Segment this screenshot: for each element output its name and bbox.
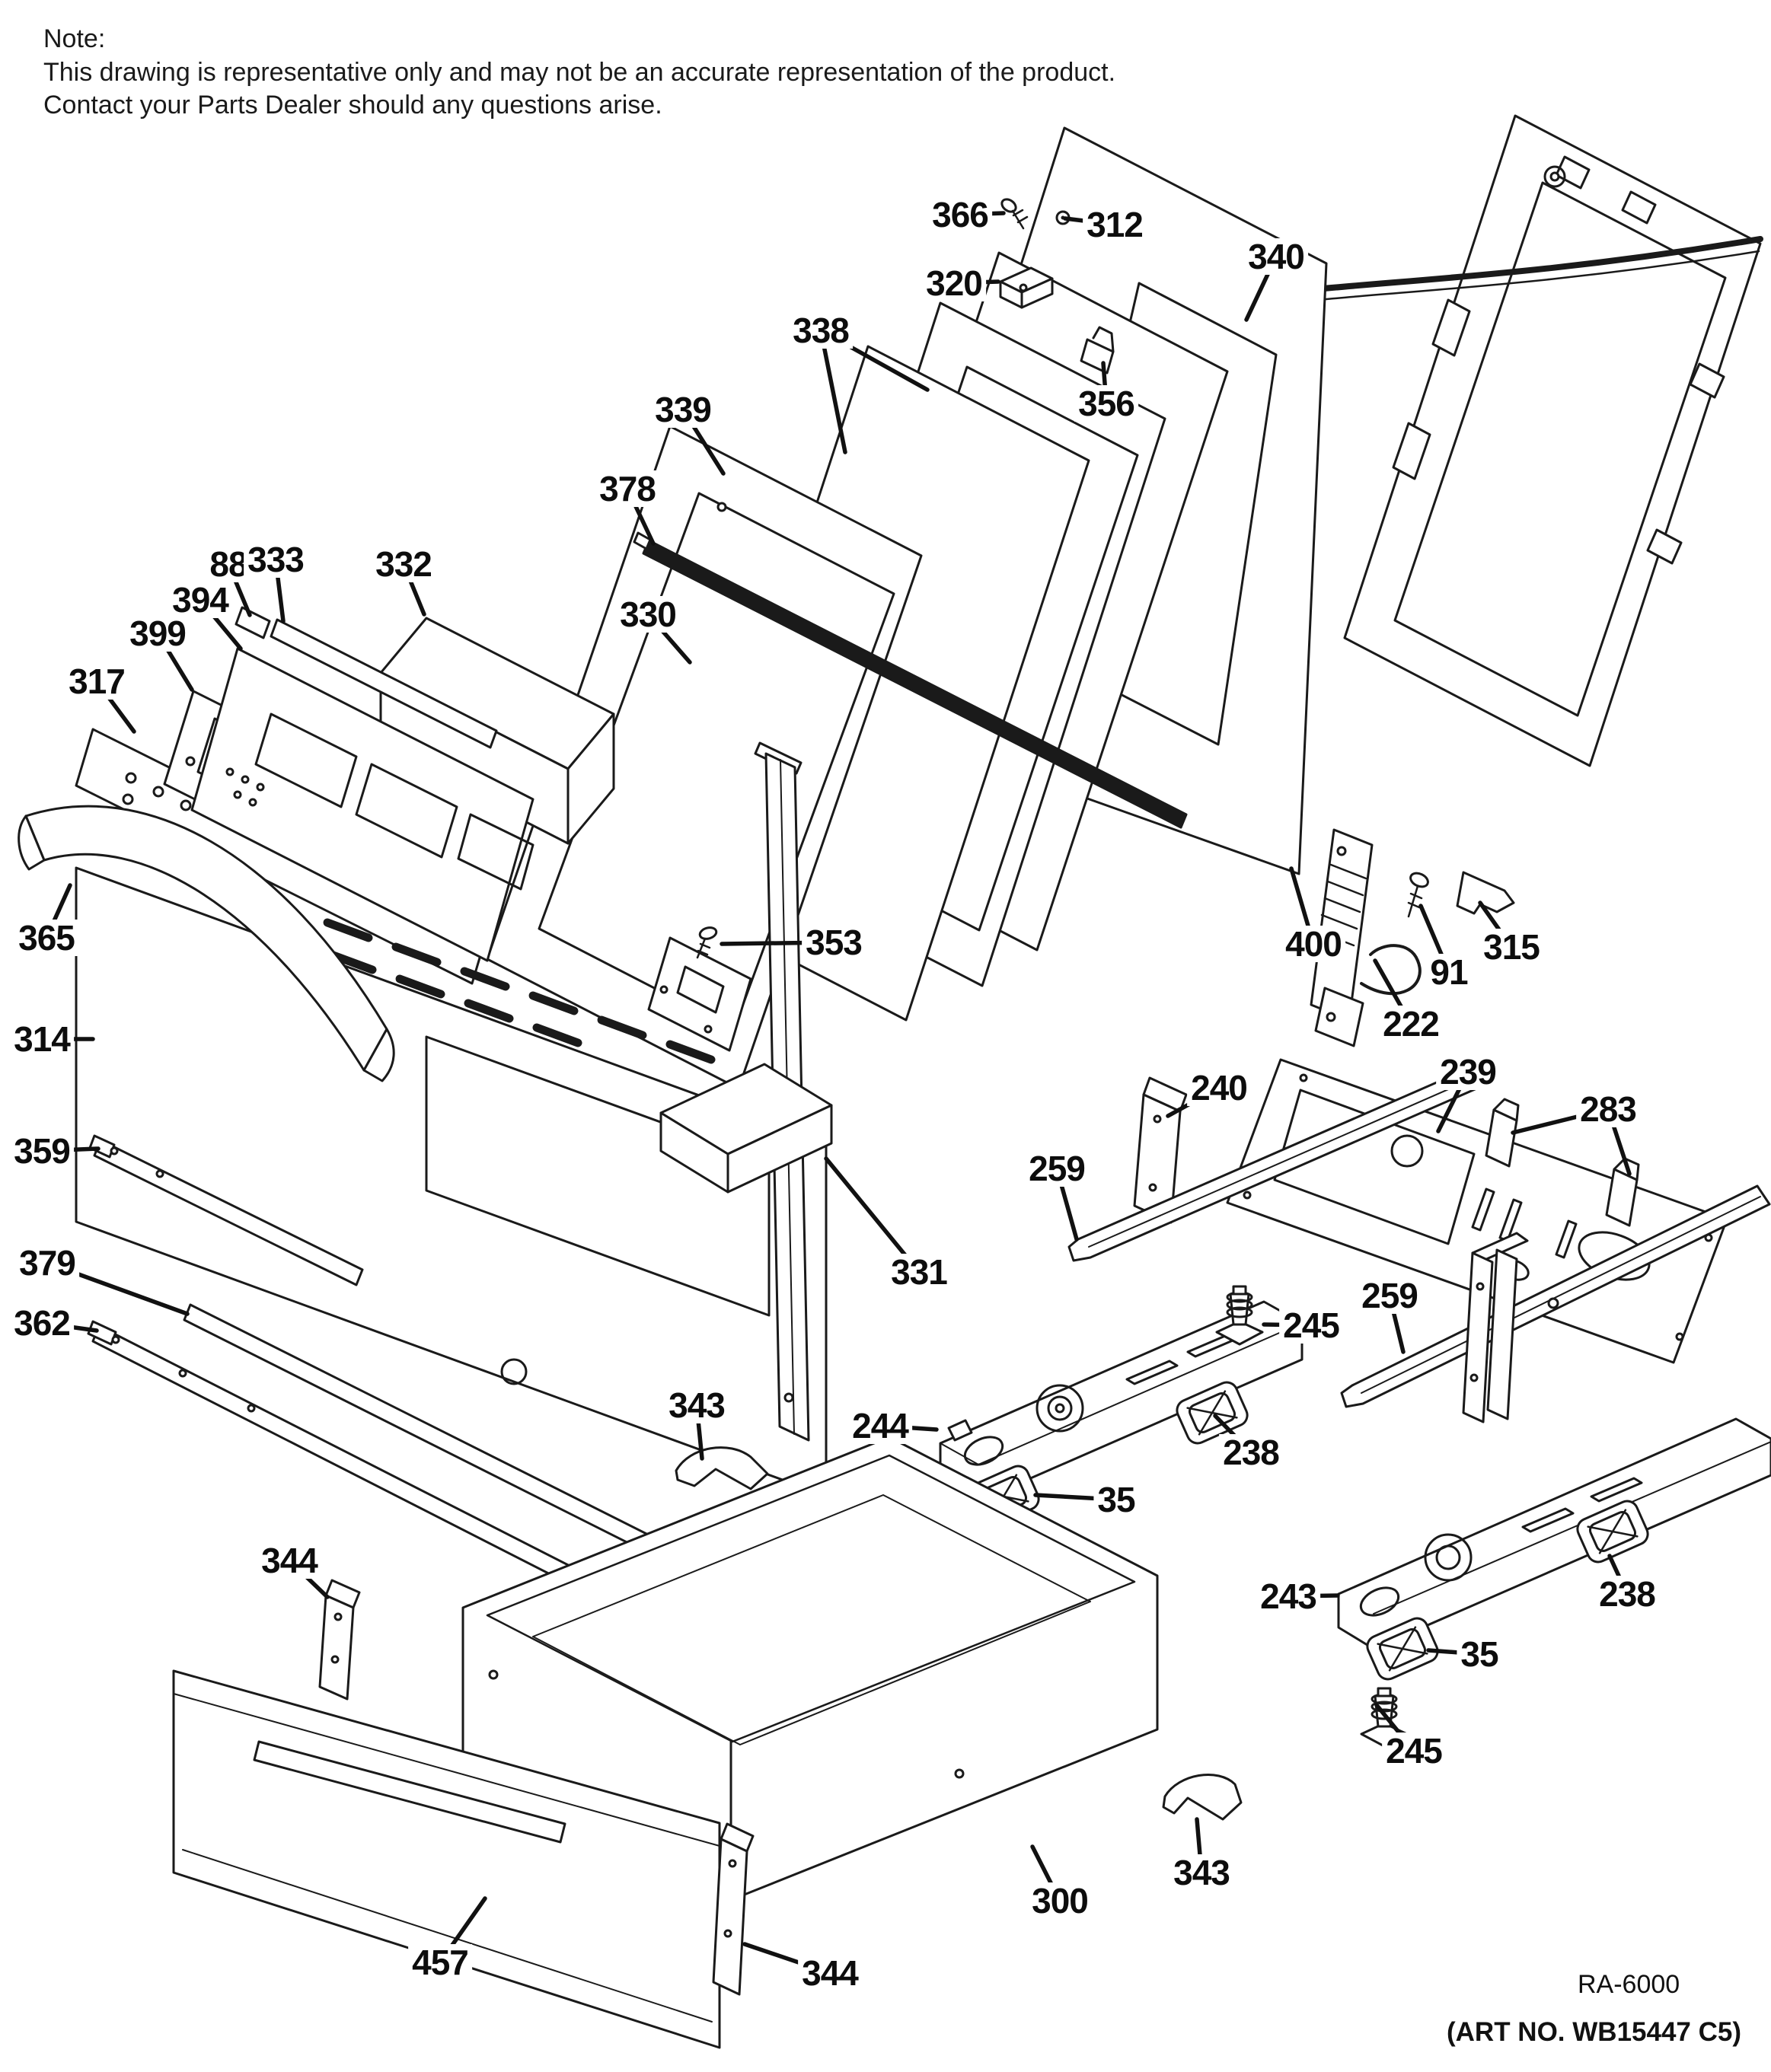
art-number: (ART NO. WB15447 C5) xyxy=(1447,2017,1742,2047)
corner-bracket-344b xyxy=(712,1822,755,1996)
part-label-331: 331 xyxy=(887,1254,951,1290)
part-label-378: 378 xyxy=(595,470,659,507)
part-label-343: 343 xyxy=(1169,1854,1233,1891)
part-label-338: 338 xyxy=(789,312,853,349)
part-label-356: 356 xyxy=(1074,385,1138,422)
part-label-362: 362 xyxy=(10,1305,74,1341)
part-label-379: 379 xyxy=(15,1245,79,1281)
part-label-283: 283 xyxy=(1576,1091,1640,1127)
part-label-238: 238 xyxy=(1595,1576,1659,1612)
leveling-pad-35b xyxy=(1366,1617,1439,1681)
note-block: Note: This drawing is representative onl… xyxy=(43,23,1116,123)
part-label-344: 344 xyxy=(257,1542,321,1579)
leader-line-338 xyxy=(818,328,847,454)
latch-plate xyxy=(647,936,752,1052)
part-label-399: 399 xyxy=(126,615,190,652)
part-label-359: 359 xyxy=(10,1133,74,1169)
drawer-rail-243 xyxy=(1337,1417,1771,1650)
part-label-315: 315 xyxy=(1479,929,1543,965)
part-label-333: 333 xyxy=(244,541,308,578)
shelf-clip-320 xyxy=(999,266,1054,309)
part-label-330: 330 xyxy=(616,596,680,633)
part-label-88: 88 xyxy=(206,546,251,582)
lower-trim-359 xyxy=(88,1134,364,1286)
part-label-332: 332 xyxy=(372,546,436,582)
part-label-91: 91 xyxy=(1426,954,1472,990)
support-bracket-240b xyxy=(1462,1232,1529,1423)
part-label-365: 365 xyxy=(14,920,78,956)
part-label-35: 35 xyxy=(1093,1481,1139,1518)
screw-91 xyxy=(1407,872,1429,918)
leveling-foot-245a xyxy=(1215,1285,1264,1346)
panel-clip-283 xyxy=(1485,1098,1640,1227)
diagram-code: RA-6000 xyxy=(1578,1970,1680,1999)
screw-353 xyxy=(696,926,718,959)
part-label-320: 320 xyxy=(922,265,986,301)
note-line-2: Contact your Parts Dealer should any que… xyxy=(43,91,662,120)
part-label-314: 314 xyxy=(10,1021,74,1057)
door-back-frame xyxy=(1343,114,1762,767)
support-rail-259b xyxy=(1340,1184,1771,1408)
part-label-238: 238 xyxy=(1219,1434,1283,1471)
part-label-243: 243 xyxy=(1256,1578,1320,1615)
hinge-clip-315 xyxy=(1456,871,1515,915)
part-label-344: 344 xyxy=(798,1955,862,1991)
part-label-343: 343 xyxy=(665,1387,729,1423)
trim-strip-378 xyxy=(633,531,1188,829)
part-label-259: 259 xyxy=(1025,1150,1089,1187)
door-handle-365 xyxy=(18,805,395,1082)
part-label-353: 353 xyxy=(802,924,866,961)
part-label-457: 457 xyxy=(408,1944,472,1981)
part-label-394: 394 xyxy=(168,582,232,618)
leveling-pad-238b xyxy=(1576,1500,1649,1564)
part-label-400: 400 xyxy=(1281,926,1345,962)
part-label-339: 339 xyxy=(651,391,715,428)
note-title: Note: xyxy=(43,24,106,53)
drawer-support-343a xyxy=(675,1446,769,1490)
door-hinge-222 xyxy=(1310,828,1422,1047)
part-label-245: 245 xyxy=(1382,1733,1446,1769)
part-label-239: 239 xyxy=(1436,1054,1500,1090)
part-label-317: 317 xyxy=(65,663,129,700)
drawer-front-457 xyxy=(172,1669,721,2049)
part-label-35: 35 xyxy=(1457,1636,1502,1672)
leader-line-331 xyxy=(824,1156,921,1274)
part-label-222: 222 xyxy=(1379,1006,1443,1042)
drawer-support-343b xyxy=(1162,1774,1243,1821)
part-label-240: 240 xyxy=(1187,1069,1251,1106)
corner-bracket-344a xyxy=(318,1579,361,1701)
part-label-312: 312 xyxy=(1083,206,1147,243)
part-label-245: 245 xyxy=(1279,1307,1343,1344)
end-cap-88 xyxy=(235,606,271,639)
part-label-259: 259 xyxy=(1358,1277,1422,1314)
part-label-300: 300 xyxy=(1028,1882,1092,1919)
screw-366 xyxy=(1000,198,1029,230)
part-label-340: 340 xyxy=(1244,238,1308,275)
part-label-244: 244 xyxy=(848,1407,912,1444)
note-line-1: This drawing is representative only and … xyxy=(43,57,1116,87)
support-bracket-240a xyxy=(1133,1076,1188,1224)
part-label-366: 366 xyxy=(928,196,992,233)
drawer-rail-244 xyxy=(939,1300,1304,1503)
insulation-block-331 xyxy=(659,1063,833,1194)
top-trim-333 xyxy=(270,618,498,749)
control-panel-394 xyxy=(190,647,534,962)
